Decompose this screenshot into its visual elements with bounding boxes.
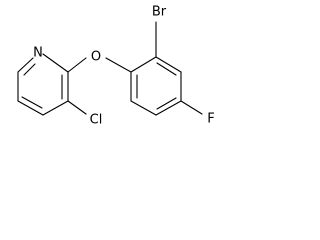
bond-o1-c7 [105,57,132,73]
atom-label-nitrogen: N [33,46,43,61]
atom-label-fluorine: F [207,112,214,127]
atom-label-oxygen: O [91,50,101,65]
bond-c3-cl1 [67,100,87,115]
bond-c2-o1 [67,57,87,73]
chemical-structure-diagram: N O Br Cl F [17,5,215,128]
bond-c3-c4 [42,100,69,116]
bond-c10-f1 [180,100,203,115]
bond-c4-c5 [17,100,44,116]
bond-n1-c2 [42,53,69,73]
bond-c10-c11 [155,100,182,116]
bond-c11-c12 [130,100,157,116]
bond-c8-c9 [155,56,182,73]
bond-c7-c8 [130,56,157,73]
atom-label-bromine: Br [152,5,167,20]
bond-c10-c11-inner [156,97,177,110]
bond-c6-n1 [17,57,34,73]
atom-label-chlorine: Cl [90,113,103,128]
bond-c6-n1-inner [23,63,36,76]
bond-c8-c9-inner [156,62,177,76]
pyridine-ring [17,53,69,116]
bond-c4-c5-inner [21,96,43,109]
ether-linkage [67,57,132,73]
benzene-ring [130,56,182,116]
